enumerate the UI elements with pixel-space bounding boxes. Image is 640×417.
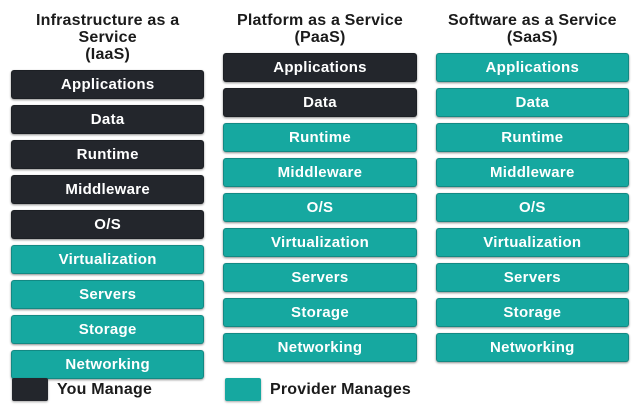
paas-layer-middleware: Middleware [223,158,417,187]
saas-layer-servers: Servers [435,263,629,292]
saas-layer-networking: Networking [435,333,629,362]
legend-label-provider-manages: Provider Manages [270,380,412,398]
heading-line-2: (SaaS) [506,29,558,46]
paas-layer-virtualization: Virtualization [223,228,417,257]
saas-layer-virtualization: Virtualization [435,228,629,257]
heading-line-1: Infrastructure as a Service [35,12,180,46]
column-saas: Software as a Service (SaaS) Application… [435,0,629,385]
saas-layer-runtime: Runtime [435,123,629,152]
paas-layer-networking: Networking [223,333,417,362]
saas-layer-storage: Storage [435,298,629,327]
heading-line-2: (IaaS) [85,46,131,63]
iaas-layer-os: O/S [11,210,205,239]
column-iaas: Infrastructure as a Service (IaaS) Appli… [11,0,205,385]
paas-layer-runtime: Runtime [223,123,417,152]
paas-layer-os: O/S [223,193,417,222]
iaas-layer-data: Data [11,105,205,134]
column-heading-iaas: Infrastructure as a Service (IaaS) [11,12,204,63]
column-paas: Platform as a Service (PaaS) Application… [223,0,417,385]
iaas-layer-networking: Networking [11,350,205,379]
column-heading-paas: Platform as a Service (PaaS) [223,12,416,46]
legend-item-provider-manages: Provider Manages [225,378,411,401]
columns-container: Infrastructure as a Service (IaaS) Appli… [11,0,629,385]
paas-layer-servers: Servers [223,263,417,292]
saas-layer-applications: Applications [435,53,629,82]
legend-swatch-provider-manages [225,378,261,401]
iaas-layer-storage: Storage [11,315,205,344]
legend-swatch-you-manage [12,378,48,401]
iaas-layer-middleware: Middleware [11,175,205,204]
iaas-layer-applications: Applications [11,70,205,99]
legend-label-you-manage: You Manage [57,380,153,398]
iaas-layer-virtualization: Virtualization [11,245,205,274]
saas-layer-os: O/S [435,193,629,222]
paas-layer-storage: Storage [223,298,417,327]
legend-item-you-manage: You Manage [12,378,152,401]
heading-line-1: Software as a Service [447,12,617,29]
saas-layer-data: Data [435,88,629,117]
iaas-layer-runtime: Runtime [11,140,205,169]
heading-line-1: Platform as a Service [236,12,404,29]
paas-layer-applications: Applications [223,53,417,82]
iaas-layer-servers: Servers [11,280,205,309]
heading-line-2: (PaaS) [294,29,346,46]
column-heading-saas: Software as a Service (SaaS) [436,12,629,46]
saas-layer-middleware: Middleware [435,158,629,187]
paas-layer-data: Data [223,88,417,117]
